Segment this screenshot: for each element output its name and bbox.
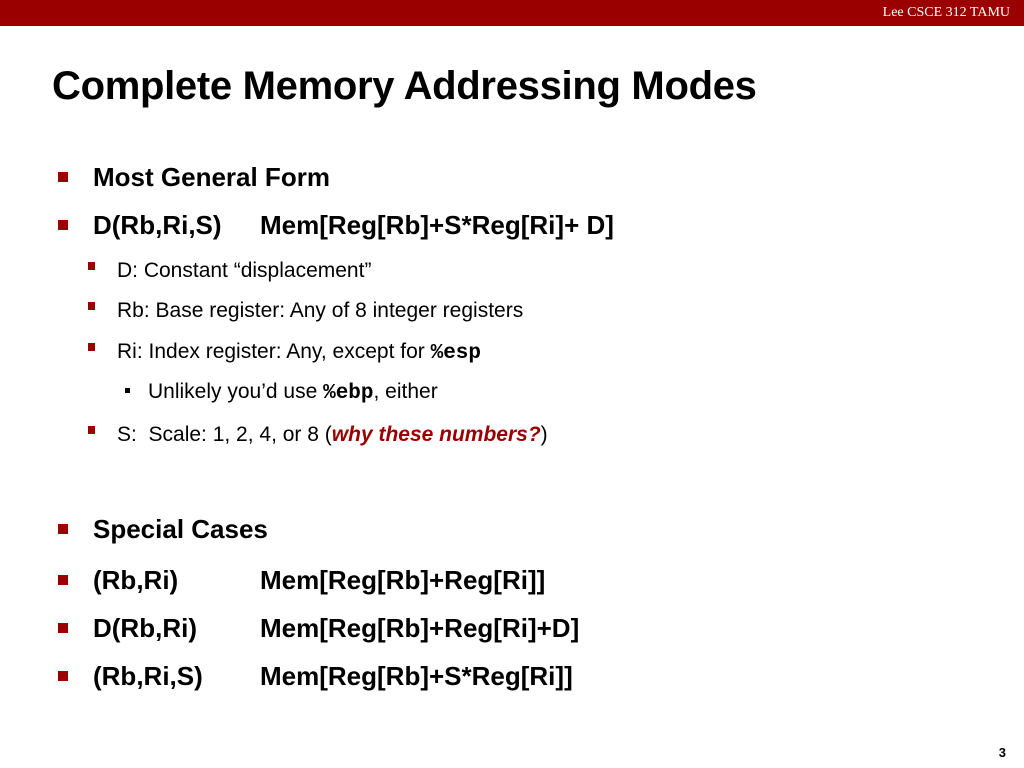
bullet-special-case: (Rb,Ri,S) Mem[Reg[Rb]+S*Reg[Ri]] <box>58 661 573 692</box>
slide-title: Complete Memory Addressing Modes <box>52 64 757 108</box>
bullet-square-icon <box>58 671 68 681</box>
scale-post: ) <box>540 423 548 446</box>
subsubbullet-unlikely: Unlikely you’d use %ebp , either <box>125 380 438 405</box>
special-case-form: (Rb,Ri,S) <box>93 661 203 691</box>
special-case-expr: Mem[Reg[Rb]+S*Reg[Ri]] <box>260 661 573 691</box>
unlikely-post: , either <box>373 380 438 403</box>
bullet-square-icon <box>88 302 95 310</box>
bullet-square-icon <box>58 172 68 182</box>
scale-emph: why these numbers? <box>331 423 541 446</box>
scale-pre: S: Scale: 1, 2, 4, or 8 ( <box>117 423 332 446</box>
bullet-square-icon <box>58 623 68 633</box>
special-case-form: D(Rb,Ri) <box>93 613 197 643</box>
subbullet-d: D: Constant “displacement” <box>88 259 371 283</box>
bullet-square-icon <box>88 343 95 351</box>
header-bar: Lee CSCE 312 TAMU <box>0 0 1024 26</box>
general-form-expr: Mem[Reg[Rb]+S*Reg[Ri]+ D] <box>260 210 614 240</box>
d-text: D: Constant “displacement” <box>117 259 372 282</box>
rb-text: Rb: Base register: Any of 8 integer regi… <box>117 299 524 322</box>
subbullet-scale: S: Scale: 1, 2, 4, or 8 ( why these numb… <box>88 423 548 447</box>
bullet-square-icon <box>88 426 95 434</box>
bullet-general-form: D(Rb,Ri,S) Mem[Reg[Rb]+S*Reg[Ri]+ D] <box>58 210 614 241</box>
ri-code: %esp <box>430 342 482 365</box>
special-case-expr: Mem[Reg[Rb]+Reg[Ri]+D] <box>260 613 580 643</box>
ri-text: Ri: Index register: Any, except for <box>117 340 431 363</box>
subbullet-rb: Rb: Base register: Any of 8 integer regi… <box>88 299 523 323</box>
course-label: Lee CSCE 312 TAMU <box>882 5 1010 20</box>
bullet-square-icon <box>58 220 68 230</box>
page-number: 3 <box>998 745 1006 760</box>
bullet-special-heading: Special Cases <box>58 514 268 545</box>
unlikely-pre: Unlikely you’d use <box>148 380 324 403</box>
bullet-special-case: D(Rb,Ri) Mem[Reg[Rb]+Reg[Ri]+D] <box>58 613 579 644</box>
unlikely-code: %ebp <box>323 382 374 405</box>
bullet-square-icon <box>88 262 95 270</box>
bullet-square-icon <box>58 524 68 534</box>
bullet-special-case: (Rb,Ri) Mem[Reg[Rb]+Reg[Ri]] <box>58 565 545 596</box>
special-case-form: (Rb,Ri) <box>93 565 179 595</box>
bullet-square-icon <box>58 575 68 585</box>
general-form-text: D(Rb,Ri,S) <box>93 210 222 240</box>
bullet-square-icon <box>125 388 130 393</box>
special-heading-text: Special Cases <box>93 514 268 544</box>
bullet-general-heading: Most General Form <box>58 162 330 193</box>
subbullet-ri: Ri: Index register: Any, except for %esp <box>88 340 481 365</box>
general-heading-text: Most General Form <box>93 162 330 192</box>
special-case-expr: Mem[Reg[Rb]+Reg[Ri]] <box>260 565 546 595</box>
